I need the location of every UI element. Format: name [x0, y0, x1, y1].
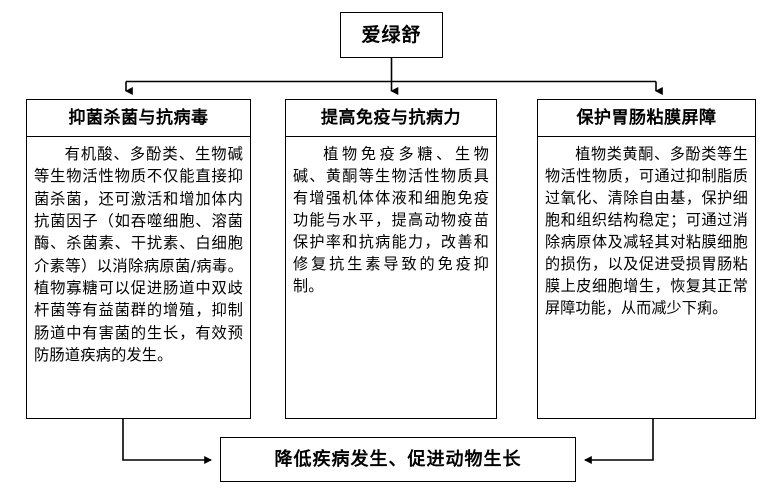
- branch-body-0: 有机酸、多酚类、生物碱等生物活性物质不仅能直接抑菌杀菌，还可激活和增加体内抗菌因…: [27, 137, 250, 418]
- branch-header-label-2: 保护胃肠粘膜屏障: [576, 107, 717, 128]
- branch-header-label-1: 提高免疫与抗病力: [321, 107, 461, 128]
- branch-body-text-1: 植物免疫多糖、生物碱、黄酮等生物活性物质具有增强机体体液和细胞免疫功能与水平，提…: [293, 145, 489, 296]
- branch-header-label-0: 抑菌杀菌与抗病毒: [68, 107, 209, 128]
- connector-branch-0-to-outcome: [122, 419, 212, 464]
- branch-node-box-0[interactable]: 抑菌杀菌与抗病毒 有机酸、多酚类、生物碱等生物活性物质不仅能直接抑菌杀菌，还可激…: [26, 99, 251, 419]
- branch-header-2: 保护胃肠粘膜屏障: [538, 100, 755, 137]
- branch-body-1: 植物免疫多糖、生物碱、黄酮等生物活性物质具有增强机体体液和细胞免疫功能与水平，提…: [286, 137, 496, 418]
- branch-body-text-0: 有机酸、多酚类、生物碱等生物活性物质不仅能直接抑菌杀菌，还可激活和增加体内抗菌因…: [34, 145, 243, 364]
- outcome-node-label: 降低疾病发生、促进动物生长: [274, 448, 522, 470]
- branch-body-text-2: 植物类黄酮、多酚类等生物活性物质，可通过抑制脂质过氧化、清除自由基，保护细胞和组…: [545, 145, 748, 318]
- outcome-node-box[interactable]: 降低疾病发生、促进动物生长: [220, 437, 576, 482]
- connector-branch-2-to-outcome: [584, 419, 654, 464]
- branch-header-1: 提高免疫与抗病力: [286, 100, 496, 137]
- branch-node-box-2[interactable]: 保护胃肠粘膜屏障 植物类黄酮、多酚类等生物活性物质，可通过抑制脂质过氧化、清除自…: [537, 99, 756, 419]
- branch-body-2: 植物类黄酮、多酚类等生物活性物质，可通过抑制脂质过氧化、清除自由基，保护细胞和组…: [538, 137, 755, 418]
- root-node-label: 爱绿舒: [361, 23, 422, 46]
- branch-header-0: 抑菌杀菌与抗病毒: [27, 100, 250, 137]
- branch-node-box-1[interactable]: 提高免疫与抗病力 植物免疫多糖、生物碱、黄酮等生物活性物质具有增强机体体液和细胞…: [285, 99, 497, 419]
- root-node-box[interactable]: 爱绿舒: [340, 12, 443, 58]
